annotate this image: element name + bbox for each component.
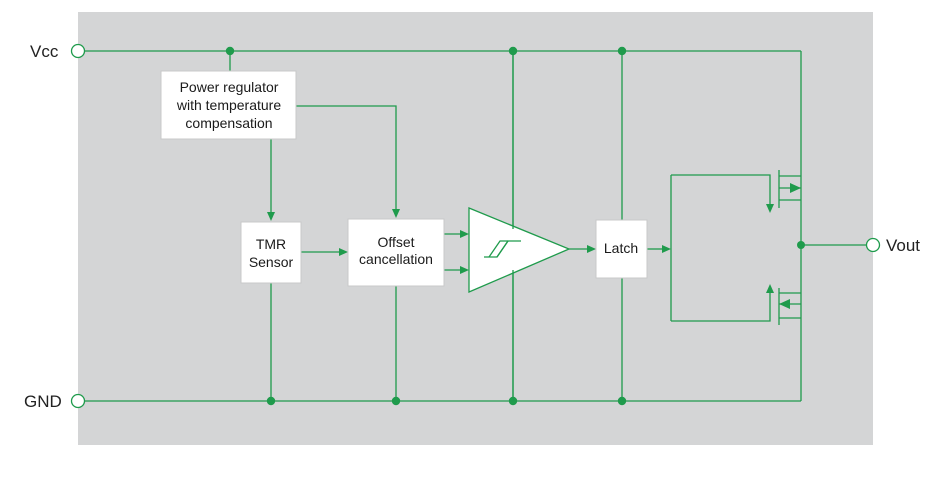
comparator-hysteresis-icon — [468, 51, 571, 401]
comparator-to-latch-arrow — [569, 245, 596, 253]
offset-cancellation-block: Offset cancellation — [347, 218, 445, 287]
gnd-label: GND — [24, 392, 62, 411]
vout-terminal: Vout — [865, 236, 920, 255]
power-regulator-line-3: compensation — [185, 115, 272, 131]
regulator-to-offset-arrow — [296, 105, 400, 218]
vcc-label: Vcc — [30, 42, 59, 61]
tmr-sensor-block: TMR Sensor — [240, 221, 302, 284]
regulator-to-tmr-arrow — [267, 139, 275, 221]
power-regulator-block: Power regulator with temperature compens… — [160, 70, 297, 140]
junction-dots — [225, 46, 627, 406]
offset-cancellation-line-1: Offset — [377, 234, 414, 250]
vcc-terminal: Vcc — [30, 42, 86, 61]
tmr-sensor-line-1: TMR — [256, 236, 286, 252]
latch-block: Latch — [595, 219, 648, 279]
output-stage-icon — [671, 170, 867, 325]
power-regulator-line-1: Power regulator — [180, 79, 279, 95]
tmr-to-offset-arrow — [301, 248, 348, 256]
tmr-sensor-line-2: Sensor — [249, 254, 294, 270]
offset-cancellation-line-2: cancellation — [359, 251, 433, 267]
power-regulator-line-2: with temperature — [176, 97, 281, 113]
offset-to-comparator-arrows — [444, 230, 469, 274]
vout-label: Vout — [886, 236, 920, 255]
gnd-terminal: GND — [24, 392, 86, 411]
latch-label: Latch — [604, 240, 638, 256]
vcc-rail — [85, 50, 802, 186]
latch-to-output-arrow — [647, 175, 672, 321]
gnd-rail — [85, 306, 802, 402]
